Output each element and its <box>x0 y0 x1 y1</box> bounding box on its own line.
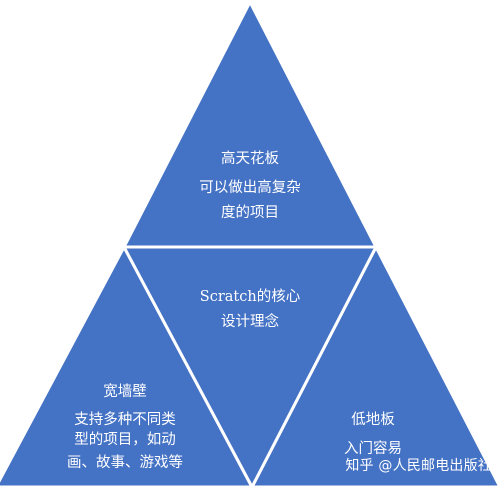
center-line-2: 设计理念 <box>221 312 279 330</box>
top-title: 高天花板 <box>221 149 279 167</box>
left-line-2: 型的项目，如动 <box>74 431 176 448</box>
left-line-1: 支持多种不同类 <box>74 411 176 428</box>
top-line-1: 可以做出高复杂 <box>199 178 301 196</box>
right-title: 低地板 <box>351 410 395 428</box>
right-line-1: 入门容易 <box>344 440 402 457</box>
top-line-2: 度的项目 <box>221 204 279 221</box>
watermark: 知乎 @人民邮电出版社 <box>345 458 492 474</box>
center-triangle <box>121 245 379 488</box>
left-line-3: 画、故事、游戏等 <box>67 453 183 471</box>
left-title: 宽墙壁 <box>103 383 147 400</box>
center-line-1: Scratch的核心 <box>200 288 300 305</box>
